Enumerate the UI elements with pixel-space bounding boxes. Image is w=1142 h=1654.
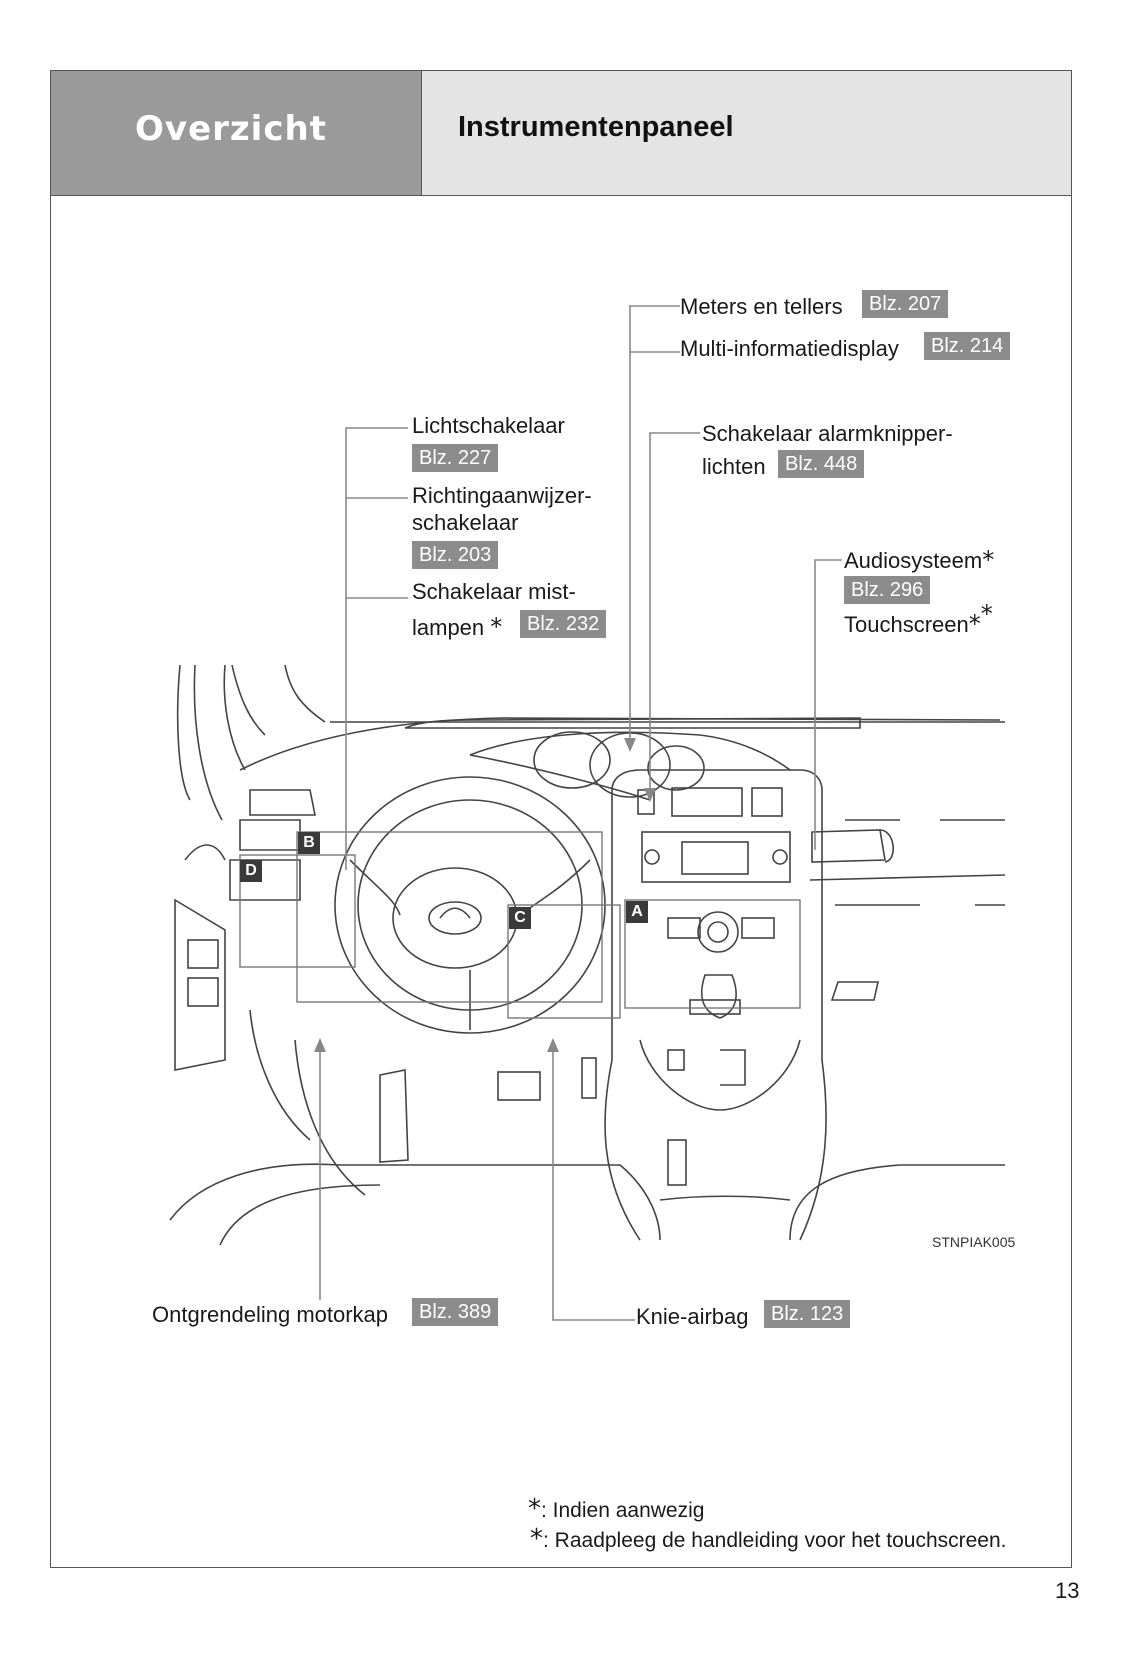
section-title: Overzicht xyxy=(135,109,327,149)
illustration-code: STNPIAK005 xyxy=(932,1234,1016,1250)
turn-signal-ref: Blz. 203 xyxy=(412,541,499,569)
turn-signal-label-1: Richtingaanwijzer- xyxy=(412,483,592,508)
touchscreen-asterisk-1: * xyxy=(968,610,981,638)
title-header: Instrumentenpaneel xyxy=(421,70,1072,196)
tag-a: A xyxy=(626,901,648,923)
touchscreen-label: Touchscreen** xyxy=(844,601,993,638)
turn-signal-label-2: schakelaar xyxy=(412,510,519,535)
audio-label-text: Audiosysteem xyxy=(844,548,983,573)
hazard-label-2: lichten xyxy=(702,454,766,479)
multi-info-ref: Blz. 214 xyxy=(924,332,1011,360)
footnote-2-text: : Raadpleeg de handleiding voor het touc… xyxy=(543,1529,1007,1552)
hood-release-ref: Blz. 389 xyxy=(412,1298,499,1326)
page-number: 13 xyxy=(1055,1578,1080,1603)
tag-c: C xyxy=(509,907,531,929)
section-header: Overzicht xyxy=(50,70,422,196)
meters-ref: Blz. 207 xyxy=(862,290,949,318)
fog-lamps-ref: Blz. 232 xyxy=(520,610,607,638)
tag-d: D xyxy=(240,860,262,882)
meters-label: Meters en tellers xyxy=(680,294,843,319)
fog-lamps-label-text: lampen xyxy=(412,615,485,640)
fog-lamps-label-1: Schakelaar mist- xyxy=(412,579,576,604)
multi-info-label: Multi-informatiedisplay xyxy=(680,336,899,361)
footnote-1-text: : Indien aanwezig xyxy=(541,1499,705,1522)
hazard-label-1: Schakelaar alarmknipper- xyxy=(702,421,953,446)
knee-airbag-ref: Blz. 123 xyxy=(764,1300,851,1328)
audio-ref: Blz. 296 xyxy=(844,576,931,604)
light-switch-label: Lichtschakelaar xyxy=(412,413,565,438)
tag-b: B xyxy=(298,832,320,854)
hood-release-label: Ontgrendeling motorkap xyxy=(152,1302,389,1327)
footnote-2: *: Raadpleeg de handleiding voor het tou… xyxy=(530,1524,1007,1554)
fog-lamps-label-2: lampen * xyxy=(412,614,502,641)
touchscreen-label-text: Touchscreen xyxy=(844,612,969,637)
footnote-2-mark: * xyxy=(530,1524,543,1554)
page-title: Instrumentenpaneel xyxy=(458,111,734,143)
hazard-ref: Blz. 448 xyxy=(778,450,865,478)
footnote-1: *: Indien aanwezig xyxy=(528,1494,704,1524)
knee-airbag-label: Knie-airbag xyxy=(636,1304,749,1329)
fog-lamps-asterisk: * xyxy=(490,613,503,641)
touchscreen-asterisk-2: * xyxy=(980,600,993,628)
light-switch-ref: Blz. 227 xyxy=(412,444,499,472)
footnote-1-mark: * xyxy=(528,1494,541,1524)
audio-label: Audiosysteem* xyxy=(844,547,994,574)
audio-asterisk: * xyxy=(982,546,995,574)
